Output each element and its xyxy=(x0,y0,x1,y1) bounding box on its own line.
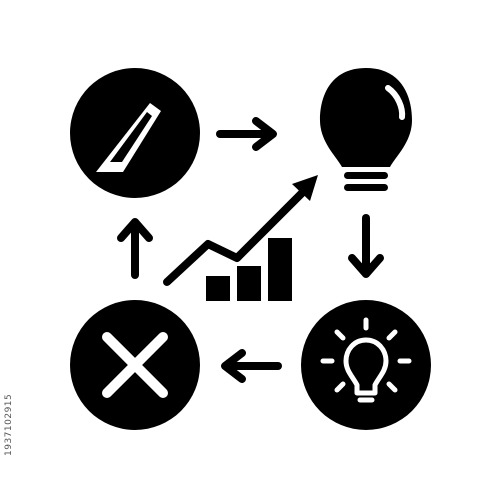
shining-lightbulb-icon xyxy=(301,300,431,430)
compass-icon xyxy=(70,68,200,198)
cross-icon xyxy=(70,300,200,430)
lightbulb-icon xyxy=(320,68,412,191)
stock-id-label: 1937102915 xyxy=(4,393,14,457)
growth-chart-icon xyxy=(163,175,318,301)
arrow-up-icon xyxy=(117,218,153,279)
arrow-down-icon xyxy=(348,214,384,278)
arrow-right-icon xyxy=(216,117,277,151)
arrow-left-icon xyxy=(221,349,282,383)
